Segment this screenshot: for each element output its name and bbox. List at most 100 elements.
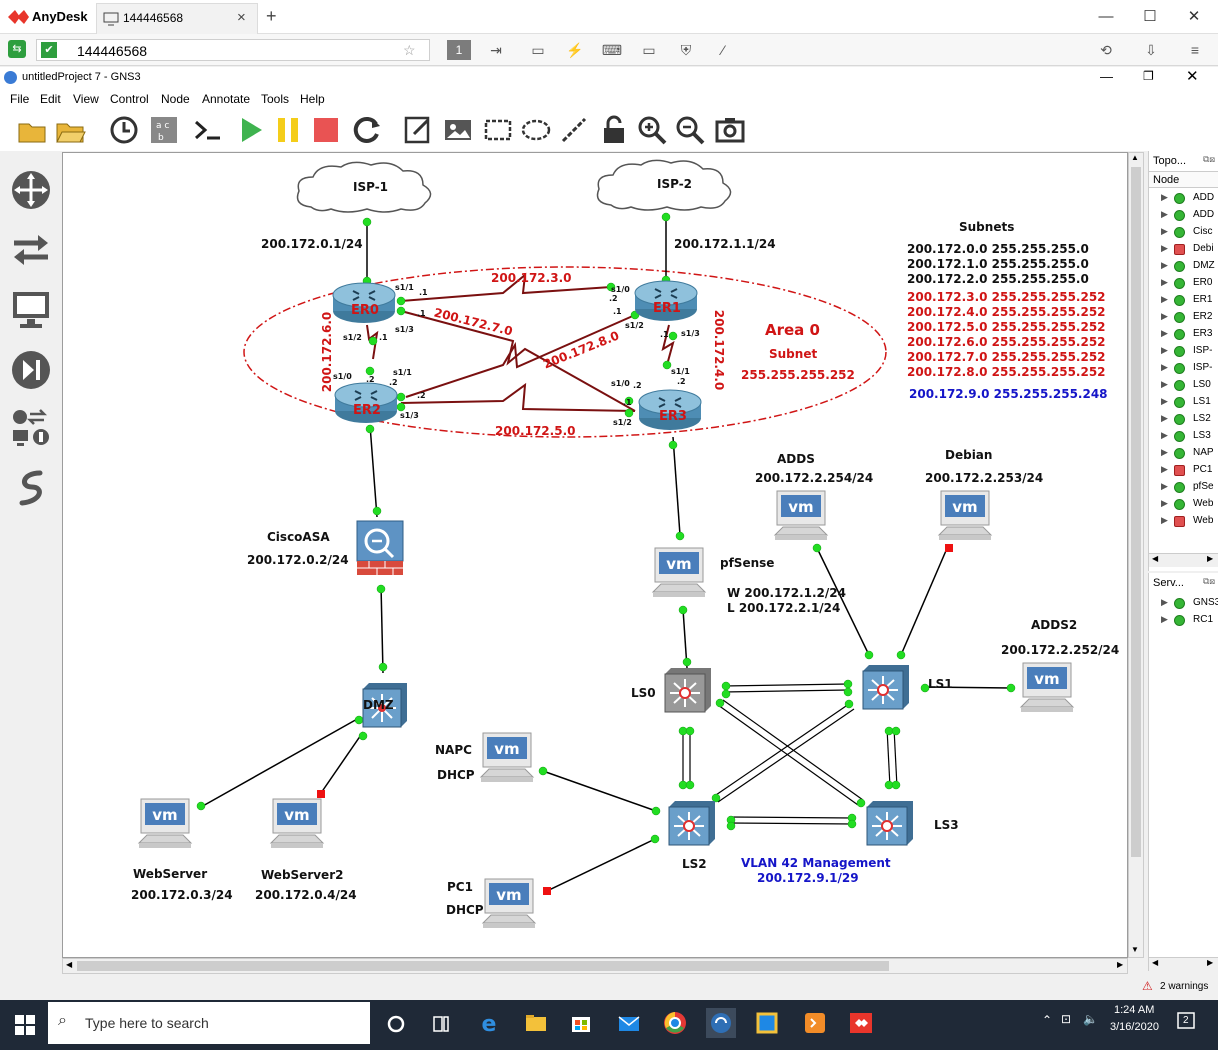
permissions-icon[interactable]: ⛨ — [680, 42, 692, 58]
topology-node-item[interactable]: ▶ISP- — [1149, 360, 1218, 377]
server-item[interactable]: ▶GNS3 — [1149, 595, 1218, 612]
draw-ellipse-icon[interactable] — [520, 114, 552, 146]
address-field[interactable]: ✔ 144446568 ☆ — [36, 39, 430, 61]
topology-node-item[interactable]: ▶Debi — [1149, 241, 1218, 258]
expand-arrow-icon[interactable]: ▶ — [1161, 498, 1168, 508]
file-explorer-icon[interactable] — [521, 1008, 551, 1038]
expand-arrow-icon[interactable]: ▶ — [1161, 328, 1168, 338]
expand-arrow-icon[interactable]: ▶ — [1161, 396, 1168, 406]
topology-node-item[interactable]: ▶NAP — [1149, 445, 1218, 462]
expand-arrow-icon[interactable]: ▶ — [1161, 345, 1168, 355]
session-tab[interactable]: 144446568 × — [96, 3, 258, 34]
anydesk-taskbar-icon[interactable] — [846, 1008, 876, 1038]
add-note-icon[interactable] — [402, 114, 434, 146]
download-icon[interactable]: ⇩ — [1145, 42, 1157, 58]
cortana-icon[interactable] — [381, 1008, 411, 1038]
session-number-badge[interactable]: 1 — [447, 40, 471, 60]
topology-node-item[interactable]: ▶Web — [1149, 496, 1218, 513]
mail-icon[interactable] — [614, 1008, 644, 1038]
show-hidden-icons-icon[interactable]: ⌃ — [1042, 1013, 1053, 1027]
draw-rectangle-icon[interactable] — [482, 114, 514, 146]
expand-arrow-icon[interactable]: ▶ — [1161, 464, 1168, 474]
warning-icon[interactable]: ⚠ — [1142, 979, 1153, 993]
warnings-count[interactable]: 2 warnings — [1160, 981, 1209, 992]
menu-control[interactable]: Control — [110, 92, 149, 106]
browse-security-devices-icon[interactable] — [10, 349, 52, 391]
gns3-taskbar-icon[interactable] — [706, 1008, 736, 1038]
clock-time[interactable]: 1:24 AM — [1114, 1004, 1155, 1016]
menu-tools[interactable]: Tools — [261, 92, 290, 106]
stop-all-icon[interactable] — [310, 114, 342, 146]
expand-arrow-icon[interactable]: ▶ — [1161, 311, 1168, 321]
topology-node-item[interactable]: ▶LS3 — [1149, 428, 1218, 445]
ls3-switch-icon[interactable] — [863, 799, 915, 847]
topology-node-item[interactable]: ▶ADD — [1149, 190, 1218, 207]
favorite-icon[interactable]: ☆ — [403, 42, 416, 58]
expand-arrow-icon[interactable]: ▶ — [1161, 294, 1168, 304]
browse-routers-icon[interactable] — [10, 169, 52, 211]
task-view-icon[interactable] — [426, 1008, 456, 1038]
ls0-switch-icon[interactable] — [661, 666, 713, 714]
debian-vm-icon[interactable]: vm — [937, 489, 993, 543]
expand-arrow-icon[interactable]: ▶ — [1161, 226, 1168, 236]
er0-router-icon[interactable] — [331, 281, 397, 325]
cisco-asa-firewall-icon[interactable] — [355, 519, 405, 577]
webserver2-vm-icon[interactable]: vm — [269, 797, 325, 851]
adds-vm-icon[interactable]: vm — [773, 489, 829, 543]
scroll-left-icon[interactable]: ◀ — [1152, 554, 1159, 563]
network-icon[interactable]: ⊡ — [1061, 1012, 1072, 1026]
adds2-vm-icon[interactable]: vm — [1019, 661, 1075, 715]
topology-canvas[interactable]: ISP-1 ISP-2 200.172.0.1/24 200.172.1.1/2… — [62, 152, 1128, 958]
topology-node-item[interactable]: ▶ER0 — [1149, 275, 1218, 292]
insert-picture-icon[interactable] — [442, 114, 474, 146]
screenshot-icon[interactable] — [714, 114, 746, 146]
topology-node-item[interactable]: ▶LS2 — [1149, 411, 1218, 428]
scroll-down-icon[interactable]: ▼ — [1131, 945, 1139, 954]
topology-node-item[interactable]: ▶ER2 — [1149, 309, 1218, 326]
expand-arrow-icon[interactable]: ▶ — [1161, 447, 1168, 457]
show-interface-labels-icon[interactable]: a cb — [148, 114, 180, 146]
expand-arrow-icon[interactable]: ▶ — [1161, 260, 1168, 270]
scroll-left-icon[interactable]: ◀ — [1152, 958, 1159, 967]
er3-router-icon[interactable] — [637, 388, 703, 432]
putty-icon[interactable] — [800, 1008, 830, 1038]
browse-switches-icon[interactable] — [10, 229, 52, 271]
windows-start-icon[interactable] — [15, 1015, 35, 1035]
topology-node-item[interactable]: ▶ISP- — [1149, 343, 1218, 360]
topology-node-item[interactable]: ▶ADD — [1149, 207, 1218, 224]
menu-help[interactable]: Help — [300, 92, 325, 106]
display-icon[interactable]: ▭ — [642, 42, 656, 58]
scroll-left-icon[interactable]: ◀ — [66, 960, 73, 969]
topology-node-item[interactable]: ▶Cisc — [1149, 224, 1218, 241]
notifications-icon[interactable]: 2 — [1176, 1010, 1196, 1034]
store-icon[interactable] — [566, 1008, 596, 1038]
chrome-icon[interactable] — [660, 1008, 690, 1038]
servers-panel-scrollbar[interactable]: ◀ ▶ — [1149, 957, 1218, 971]
gns-restore-icon[interactable]: ❐ — [1143, 69, 1154, 83]
zoom-out-icon[interactable] — [674, 114, 706, 146]
panel-float-icon[interactable]: ⧉⊠ — [1203, 576, 1216, 586]
suspend-all-icon[interactable] — [272, 114, 304, 146]
menu-icon[interactable]: ≡ — [1190, 42, 1200, 58]
new-project-icon[interactable] — [16, 114, 48, 146]
pc1-vm-icon[interactable]: vm — [481, 877, 537, 931]
isp1-cloud-icon[interactable] — [291, 159, 439, 215]
close-tab-icon[interactable]: × — [237, 9, 246, 26]
maximize-icon[interactable]: ☐ — [1143, 8, 1157, 25]
reload-all-icon[interactable] — [350, 114, 382, 146]
start-all-icon[interactable] — [234, 114, 266, 146]
expand-arrow-icon[interactable]: ▶ — [1161, 481, 1168, 491]
lock-icon[interactable] — [598, 114, 630, 146]
virtualbox-icon[interactable] — [752, 1008, 782, 1038]
menu-annotate[interactable]: Annotate — [202, 92, 251, 106]
open-project-icon[interactable] — [54, 114, 86, 146]
expand-arrow-icon[interactable]: ▶ — [1161, 209, 1168, 219]
topology-node-item[interactable]: ▶ER3 — [1149, 326, 1218, 343]
horizontal-scroll-thumb[interactable] — [77, 961, 889, 971]
node-column-header[interactable]: Node — [1149, 171, 1218, 188]
scroll-up-icon[interactable]: ▲ — [1131, 153, 1139, 162]
expand-arrow-icon[interactable]: ▶ — [1161, 430, 1168, 440]
expand-arrow-icon[interactable]: ▶ — [1161, 515, 1168, 525]
expand-arrow-icon[interactable]: ▶ — [1161, 362, 1168, 372]
snapshot-icon[interactable] — [108, 114, 140, 146]
